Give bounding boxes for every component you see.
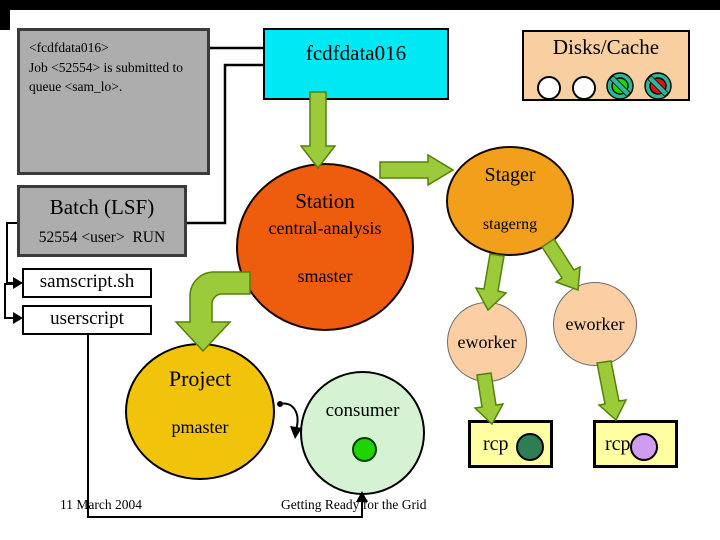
- eworker-right-node: eworker: [553, 282, 637, 366]
- connector-samscript-to-userscript: [4, 283, 23, 324]
- eworker-label: eworker: [565, 313, 625, 334]
- stager-title: Stager: [484, 164, 536, 186]
- eworker-left-node: eworker: [447, 302, 527, 382]
- samscript-box: samscript.sh: [22, 268, 152, 298]
- station-node: Station central-analysis smaster: [236, 163, 414, 331]
- rcp-dot-dark-green-icon: [516, 433, 544, 461]
- rcp-right-box: rcp: [593, 420, 678, 468]
- host-box: fcdfdata016: [263, 28, 449, 100]
- prohibition-red-icon: [644, 72, 672, 100]
- rcp-left-box: rcp: [468, 420, 553, 468]
- connector-project-to-consumer: [277, 401, 302, 439]
- station-process: smaster: [297, 266, 353, 286]
- slide-footer-title: Getting Ready for the Grid: [281, 497, 427, 512]
- userscript-box: userscript: [22, 305, 152, 335]
- stager-process: stagerng: [482, 216, 538, 233]
- batch-log-box: <fcdfdata016> Job <52554> is submitted t…: [17, 28, 210, 175]
- arrow-station-to-stager: [379, 153, 455, 187]
- eworker-label: eworker: [457, 331, 517, 352]
- station-name: central-analysis: [268, 218, 382, 238]
- prohibition-green-icon: [606, 72, 634, 100]
- project-node: Project pmaster: [125, 343, 275, 480]
- consumer-node: consumer: [300, 371, 425, 495]
- consumer-title: consumer: [325, 400, 400, 421]
- log-line-queue: queue <sam_lo>.: [29, 79, 123, 95]
- samscript-label: samscript.sh: [39, 271, 135, 292]
- log-line-job: Job <52554> is submitted to: [29, 59, 183, 75]
- arrow-stager-to-eworker-right: [540, 237, 581, 292]
- screen-left-edge: [0, 0, 10, 30]
- disks-cache-title: Disks/Cache: [552, 35, 660, 59]
- project-title: Project: [168, 366, 232, 391]
- arrow-host-to-station: [299, 91, 337, 170]
- batch-job-status: 52554 <user> RUN: [38, 229, 166, 246]
- rcp-dot-purple-icon: [630, 433, 658, 461]
- rcp-label: rcp: [483, 433, 509, 455]
- host-label: fcdfdata016: [305, 41, 407, 65]
- disk-circle-icon: [537, 76, 561, 100]
- batch-title: Batch (LSF): [49, 195, 155, 219]
- screen-top-edge: [0, 0, 720, 10]
- arrow-eworker-to-rcp-right: [596, 360, 628, 422]
- userscript-label: userscript: [50, 308, 124, 329]
- slide-date: 11 March 2004: [60, 497, 142, 512]
- disk-circle-icon: [572, 76, 596, 100]
- rcp-label: rcp: [605, 433, 631, 455]
- batch-lsf-box: Batch (LSF) 52554 <user> RUN: [17, 185, 187, 257]
- station-title: Station: [295, 189, 355, 213]
- log-line-host: <fcdfdata016>: [29, 40, 109, 55]
- project-process: pmaster: [171, 417, 229, 437]
- consumer-dot-icon: [352, 437, 377, 462]
- disks-cache-box: Disks/Cache: [522, 30, 690, 101]
- stager-node: Stager stagerng: [446, 146, 574, 256]
